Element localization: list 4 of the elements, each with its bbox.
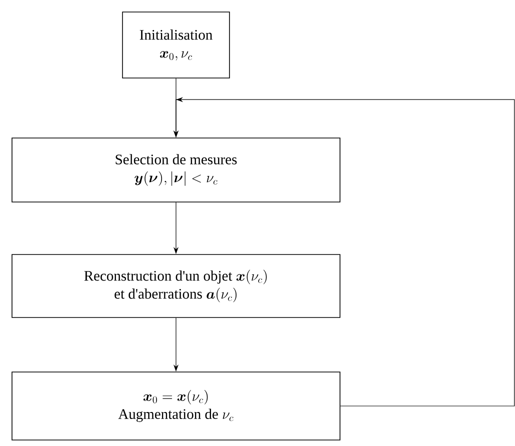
process-box: Selection de mesures $\boldsymbol{y}(\boldsymbol{\nu}), |\boldsymbol{\nu}| < \nu_c$ (12, 138, 340, 202)
process-box: Initialisation $\boldsymbol{x}_0, \nu_c$ (122, 12, 230, 78)
process-box: Reconstruction d'un objet $\boldsymbol{x}(\nu_c)$ et d'aberrations $\boldsymbol{a}(\nu_c)$ (12, 254, 340, 318)
process-box: $\boldsymbol{x}_0 = \boldsymbol{x}(\nu_c)$ Augmentation de $\nu_c$ (12, 372, 340, 440)
